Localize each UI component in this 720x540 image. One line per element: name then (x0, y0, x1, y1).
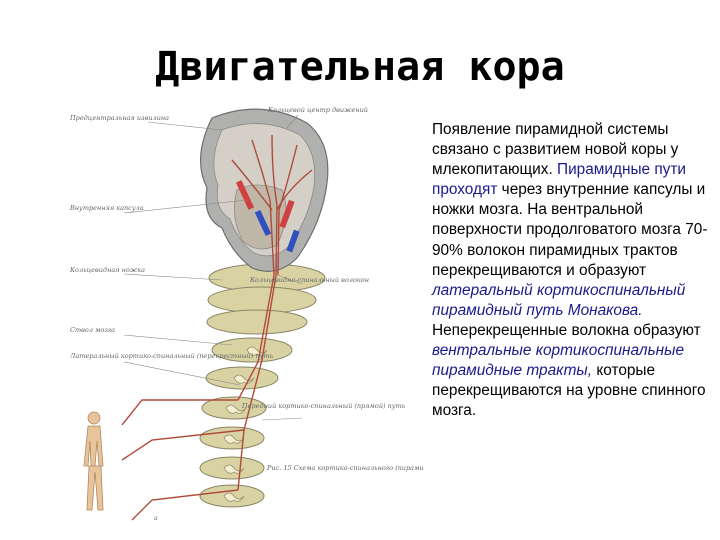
slide-title: Двигательная кора (0, 44, 720, 90)
label-lateral-tract: Латеральный кортико-спинальный (перекрес… (69, 352, 274, 360)
label-brainstem: Ствол мозга (70, 326, 115, 334)
anatomy-diagram: Предцентральная извилина Кольцевой центр… (62, 100, 424, 530)
label-cerebral-peduncle: Кольцевидная ножка (69, 266, 145, 274)
brain-hemisphere (201, 109, 328, 271)
label-corner: a (154, 514, 158, 522)
human-figure (84, 412, 103, 510)
label-motor-center: Кольцевой центр движений (267, 106, 368, 114)
text-lateral-tract: латеральный кортикоспинальный пирамидный… (432, 282, 685, 319)
label-internal-capsule: Внутренняя капсула (69, 204, 144, 212)
label-precentral: Предцентральная извилина (69, 114, 169, 122)
text-uncrossed: Неперекрещенные волокна образуют (432, 322, 701, 339)
pyramidal-tract-illustration: Предцентральная извилина Кольцевой центр… (62, 100, 424, 530)
label-ventral-tract: Передний кортико-спинальный (прямой) пут… (241, 402, 406, 410)
figure-caption: Рис. 15 Схема кортико-спинального (пирам… (266, 464, 424, 472)
description-text: Появление пирамидной системы связано с р… (432, 120, 717, 421)
label-pons-tract: Кольцевидно-спинальный волокон (249, 276, 369, 284)
